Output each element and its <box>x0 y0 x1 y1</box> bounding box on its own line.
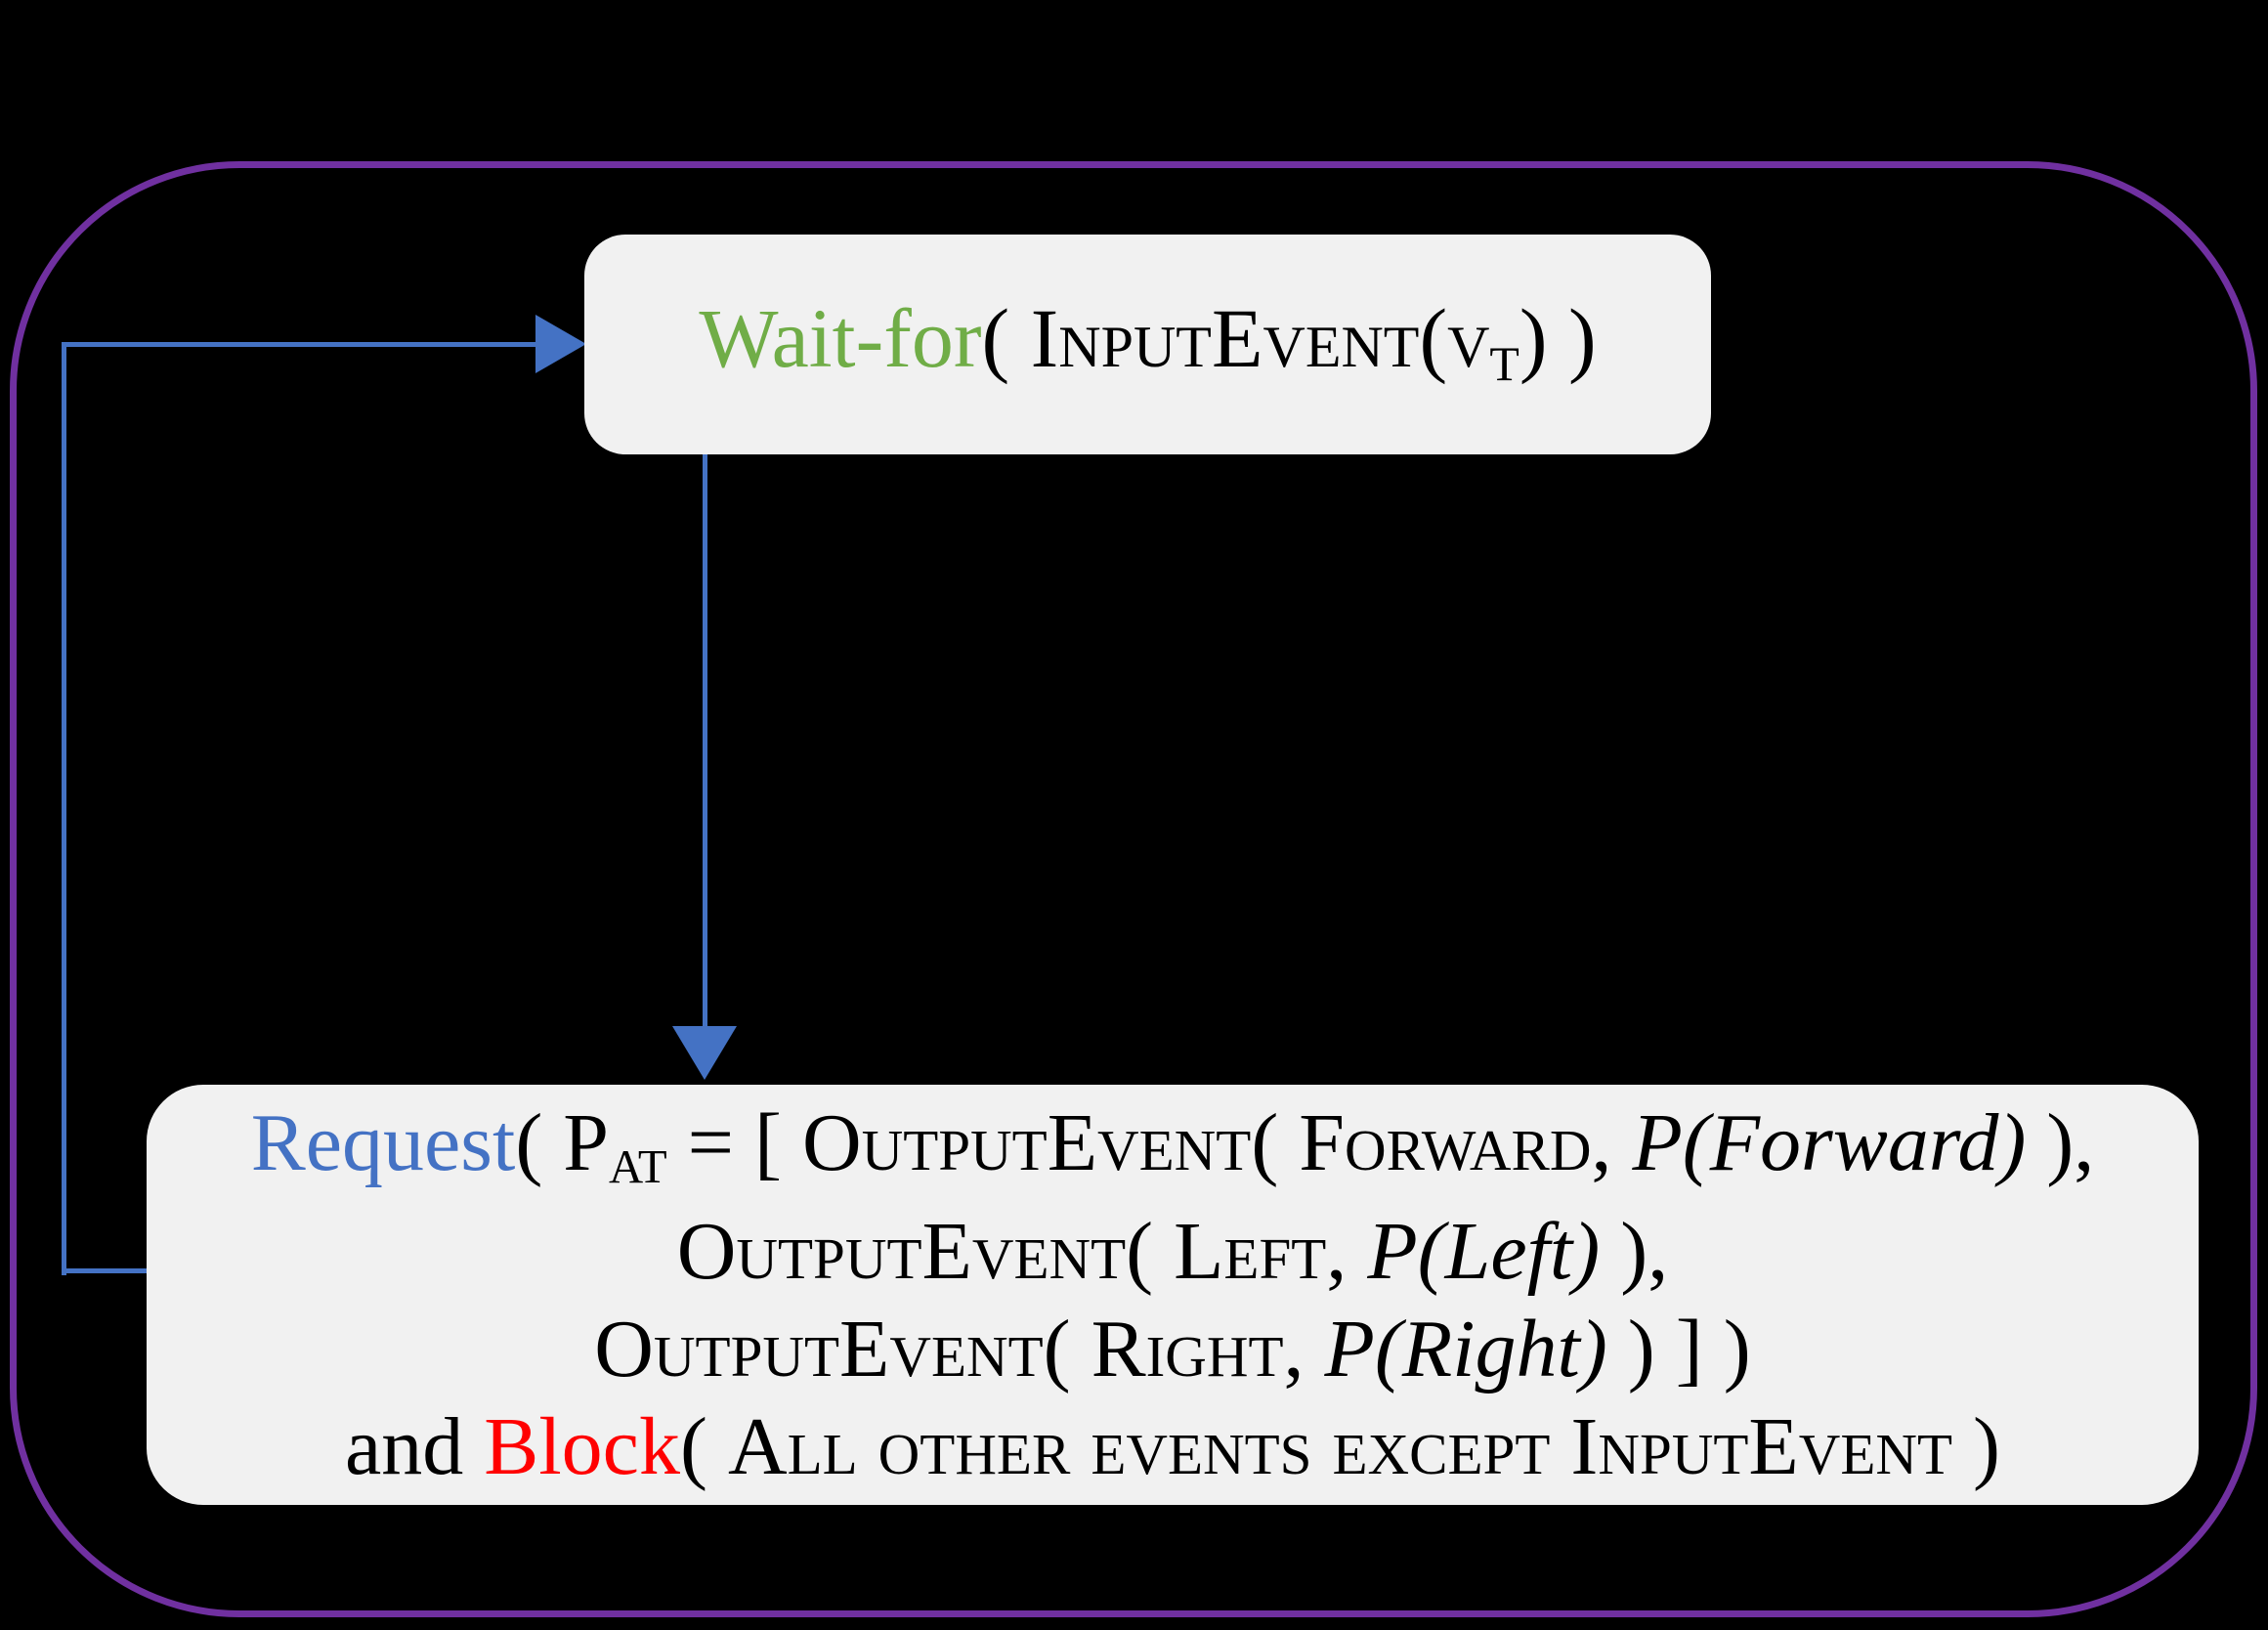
output-event-forward-term: OutputEvent( Forward, <box>801 1096 1633 1188</box>
equals-bracket: = [ <box>666 1096 802 1188</box>
wait-for-box: Wait-for( InputEvent(vT) ) <box>584 235 1711 454</box>
block-open: ( <box>679 1400 728 1492</box>
wait-for-statement: Wait-for( InputEvent(vT) ) <box>699 284 1596 405</box>
prob-left-term: P(Left) <box>1367 1205 1601 1297</box>
p-open: ( P <box>515 1096 610 1188</box>
open-paren: ( <box>981 291 1031 385</box>
close-parens: ) ) <box>1519 291 1597 385</box>
outer-loop-border <box>10 161 2257 1617</box>
wait-for-keyword: Wait-for <box>699 291 982 385</box>
line1-close: ), <box>2026 1096 2095 1188</box>
arrowhead-down-icon <box>672 1026 737 1080</box>
arrowhead-right-icon <box>535 315 586 373</box>
and-word: and <box>345 1400 485 1492</box>
block-line: and Block( All other events except Input… <box>345 1398 2000 1496</box>
request-block-box: Request( PAT = [ OutputEvent( Forward, P… <box>147 1085 2199 1505</box>
loop-edge-top-segment <box>62 342 537 347</box>
request-line-3: OutputEvent( Right, P(Right) ) ] ) <box>594 1301 1750 1398</box>
loop-edge-bottom-segment <box>62 1268 150 1273</box>
p-subscript: AT <box>609 1140 667 1194</box>
request-keyword: Request <box>250 1096 516 1188</box>
output-event-right-term: OutputEvent( Right, <box>594 1303 1325 1394</box>
loop-edge-vertical-segment <box>62 342 66 1275</box>
prob-right-term: P(Right) <box>1324 1303 1607 1394</box>
line3-close: ) ] ) <box>1606 1303 1751 1394</box>
prob-forward-term: P(Forward) <box>1632 1096 2027 1188</box>
input-event-term: InputEvent(v <box>1030 291 1490 385</box>
line2-close: ), <box>1600 1205 1669 1297</box>
request-line-1: Request( PAT = [ OutputEvent( Forward, P… <box>251 1094 2095 1203</box>
request-line-2: OutputEvent( Left, P(Left) ), <box>677 1203 1668 1301</box>
v-subscript: T <box>1489 336 1519 391</box>
output-event-left-term: OutputEvent( Left, <box>676 1205 1368 1297</box>
block-content-term: All other events except InputEvent <box>727 1400 1953 1492</box>
block-close: ) <box>1952 1400 2000 1492</box>
block-keyword: Block <box>484 1400 680 1492</box>
down-edge-line <box>703 454 707 1026</box>
